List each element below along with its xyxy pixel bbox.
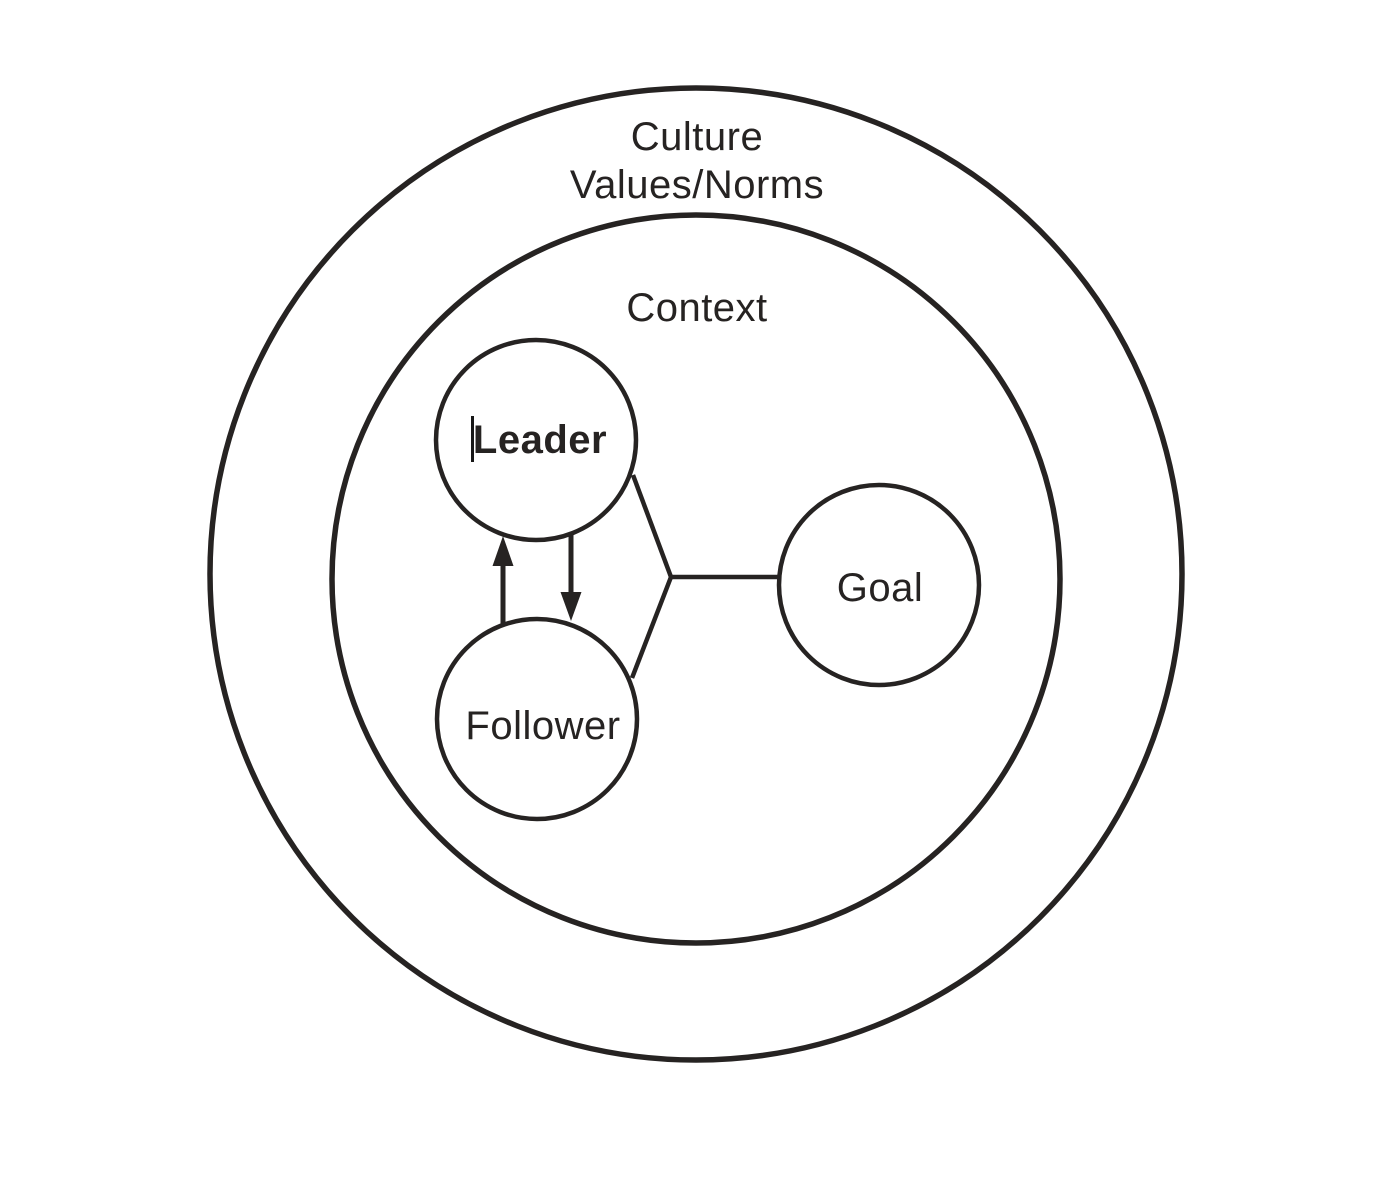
follower-label[interactable]: Follower <box>465 704 620 748</box>
text-cursor <box>471 416 474 462</box>
arrow-follower-to-leader[interactable] <box>492 536 514 626</box>
leader-node[interactable] <box>433 337 639 543</box>
goal-label[interactable]: Goal <box>837 566 924 610</box>
culture-label-line1[interactable]: Culture <box>631 115 763 159</box>
follower-node[interactable] <box>434 616 640 822</box>
culture-label-line2[interactable]: Values/Norms <box>570 163 824 207</box>
arrow-up-head-icon <box>492 536 514 566</box>
leader-label[interactable]: Leader <box>473 418 607 462</box>
arrow-leader-to-follower[interactable] <box>560 531 582 621</box>
goal-node[interactable] <box>776 482 982 688</box>
context-label[interactable]: Context <box>626 286 767 330</box>
connector-follower-to-junction[interactable] <box>629 576 674 679</box>
connector-leader-to-junction[interactable] <box>630 474 674 578</box>
arrow-down-head-icon <box>560 592 582 621</box>
